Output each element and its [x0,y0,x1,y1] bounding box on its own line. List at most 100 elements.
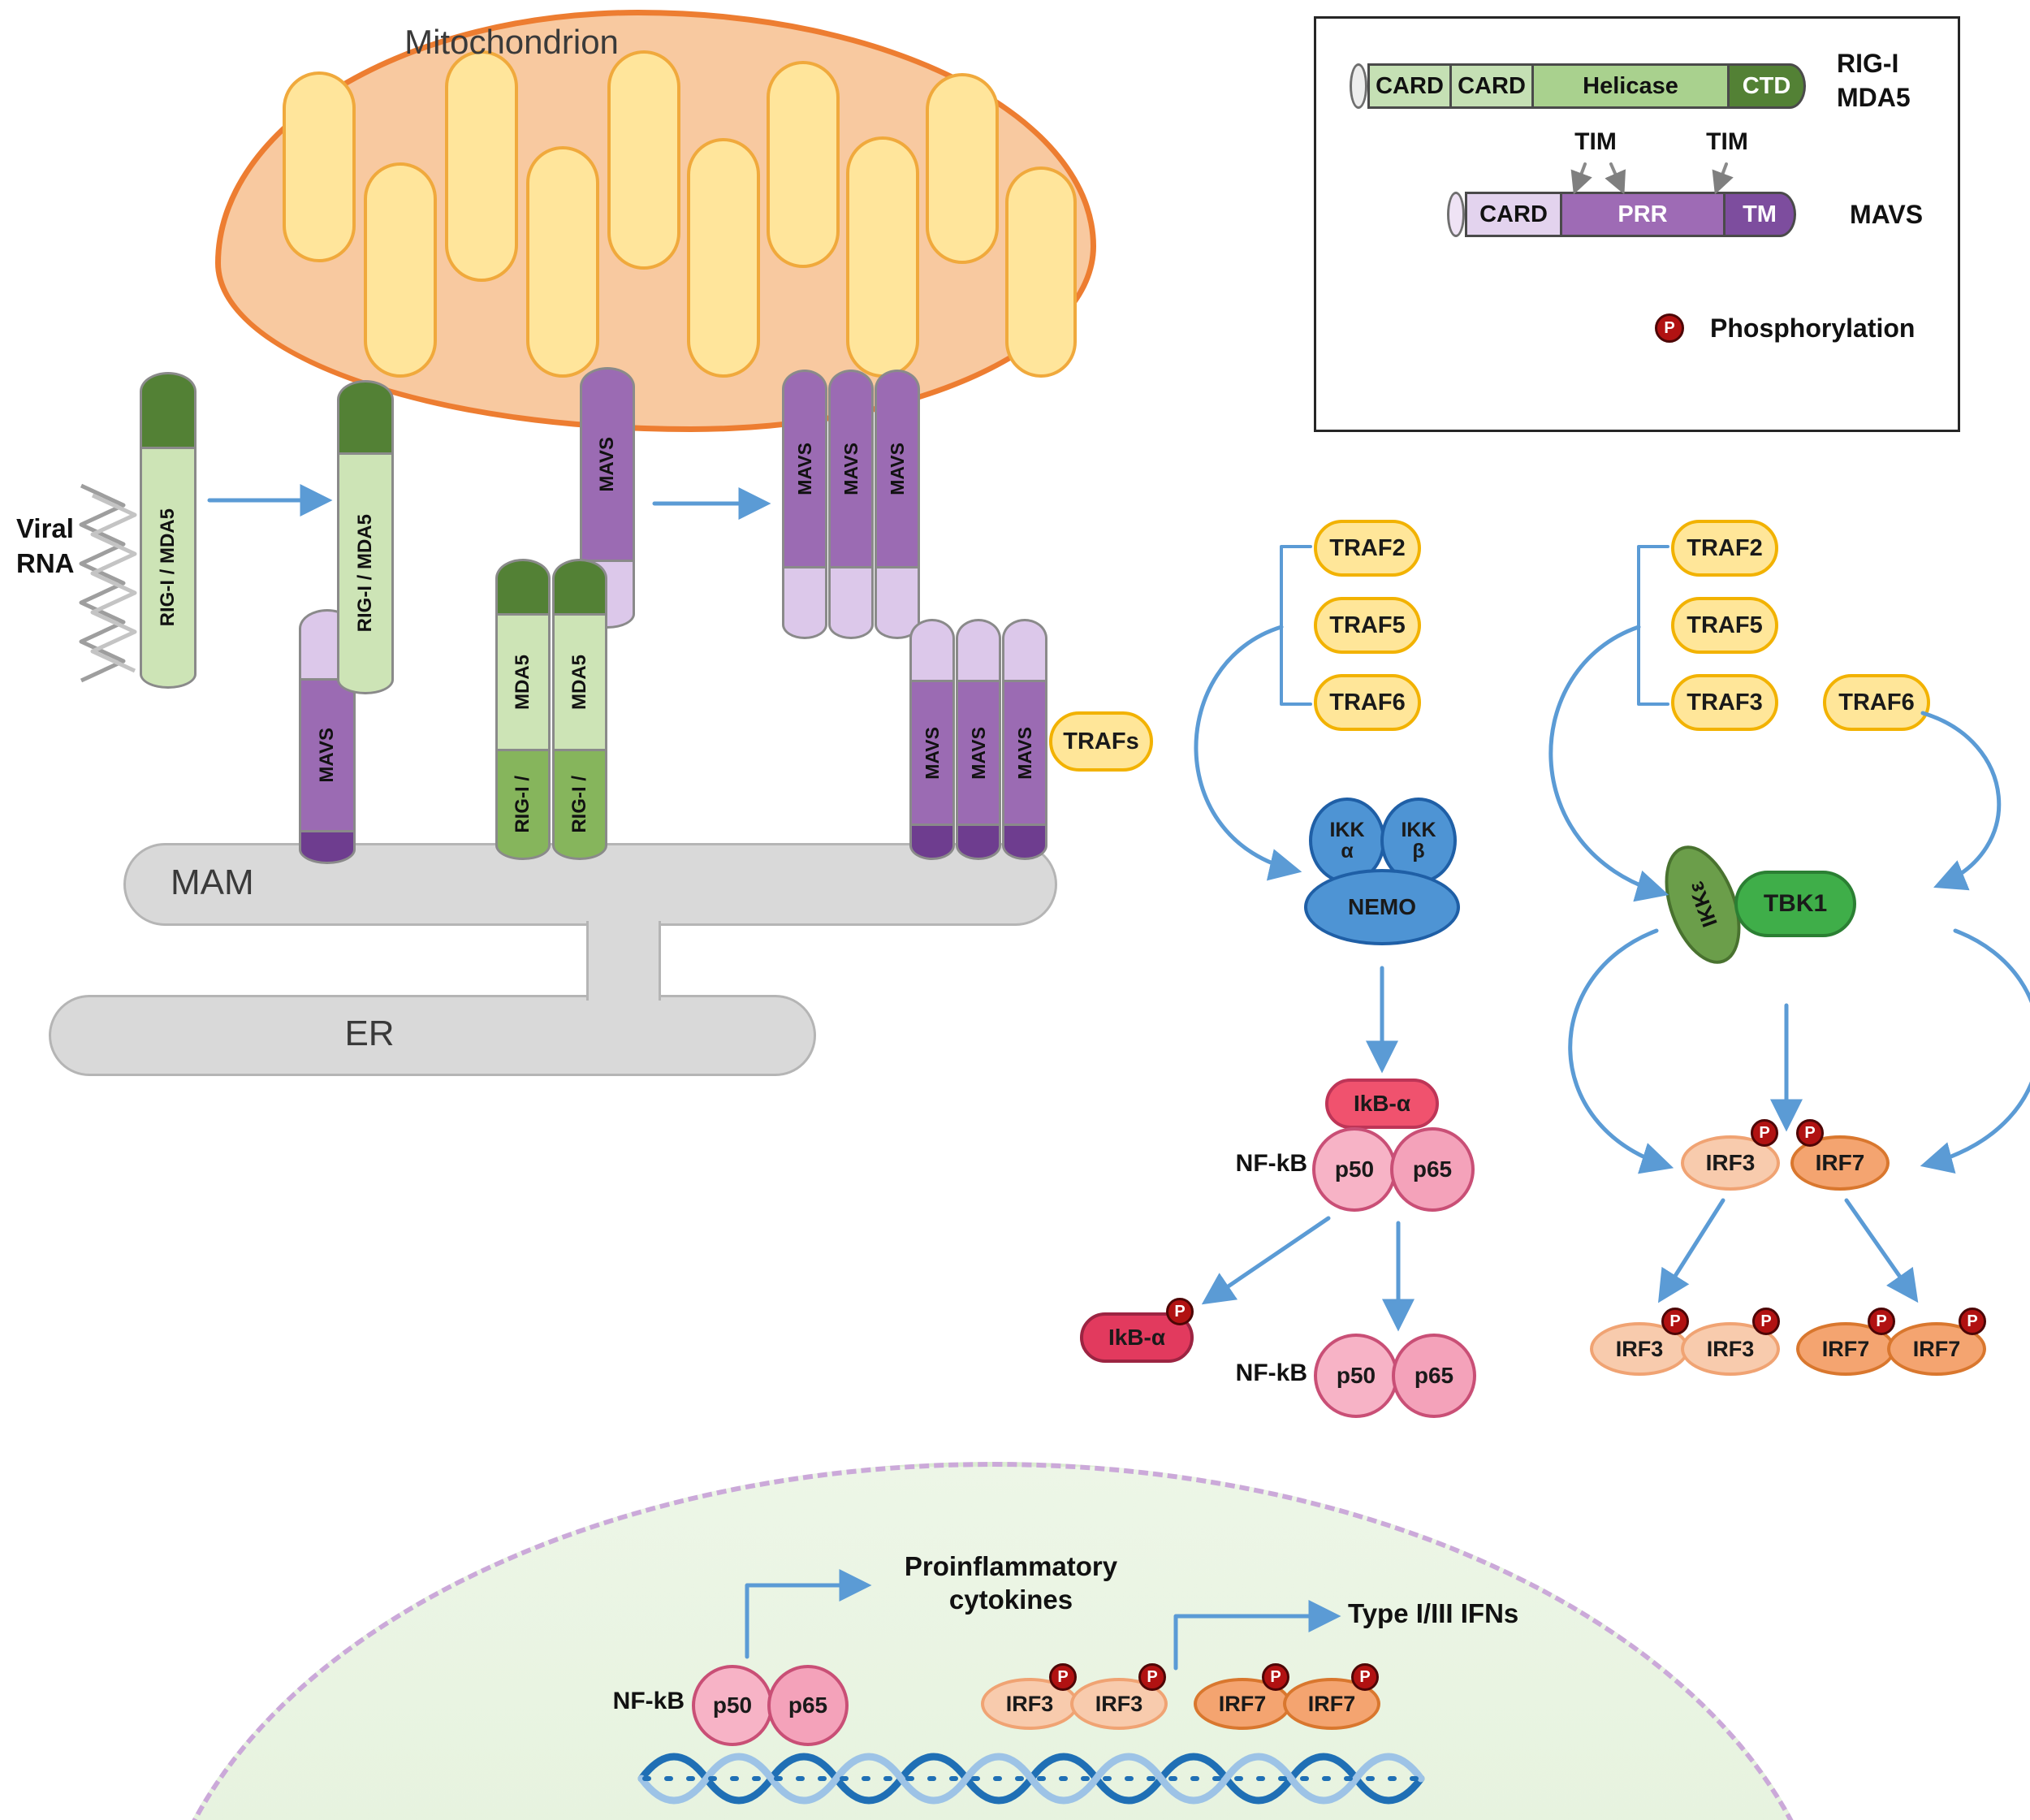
irf7-label: IRF7 [1218,1691,1267,1716]
phospho-symbol: P [1760,1312,1772,1330]
crista [364,162,437,378]
legend-helicase-domain: Helicase [1531,63,1730,109]
tbk1-label: TBK1 [1763,890,1828,917]
traf5-pill-irf: TRAF5 [1671,597,1778,654]
p65-label: p65 [1412,1156,1453,1182]
phospho-symbol: P [1759,1123,1770,1142]
legend-mavs-card-domain: CARD [1465,192,1562,237]
legend-card-domain-1: CARD [1367,63,1452,109]
phospho-icon: P [1655,313,1684,343]
rig-mda5-receptor: RIG-I / MDA5 [337,380,394,694]
phospho-badge: P [1751,1119,1778,1147]
mavs-label: MAVS [793,443,815,495]
ikba-label: IkB-α [1108,1325,1166,1350]
irf3-label: IRF3 [1095,1691,1143,1716]
irf3-label: IRF3 [1706,1336,1755,1361]
irf7: IRF7 [1790,1135,1890,1191]
mavs-label: MAVS [840,443,862,495]
card-domain-cap [140,372,197,449]
nucleus-nfkb-label: NF-kB [612,1688,685,1714]
rig-segment: RIG-I / [552,749,607,860]
mda5-label: MDA5 [568,654,590,710]
nucleus-p65: p65 [767,1665,849,1746]
legend-phospho-label: Phosphorylation [1710,313,1916,343]
card-domain-cap [337,380,394,455]
mavs-card-cap [956,619,1001,682]
traf5-label: TRAF5 [1687,612,1763,638]
tm-label: TM [1743,201,1777,227]
ikba-label: IkB-α [1353,1091,1411,1116]
receptor-body: RIG-I / MDA5 [140,447,197,689]
mavs-tm-band [956,824,1001,860]
crista [283,71,356,262]
nucleus-irf3-dimer-right: IRF3 [1070,1678,1168,1730]
ikba: IkB-α [1325,1079,1439,1129]
phospho-symbol: P [1967,1312,1978,1330]
irf3-dimer-left: IRF3 [1590,1322,1689,1376]
mavs-card-cap [828,566,874,639]
legend-rig-mda5-label: RIG-I MDA5 [1837,49,1911,112]
traf6-label: TRAF6 [1329,689,1406,715]
trafs-pill: TRAFs [1049,711,1153,772]
p50-free: p50 [1314,1334,1398,1418]
traf5-pill: TRAF5 [1314,597,1421,654]
rig-label: RIG-I / [568,776,590,833]
ikk-alpha-label: IKK α [1329,818,1365,862]
phospho-symbol: P [1876,1312,1887,1330]
mavs-tm-band [299,830,356,864]
traf2-pill-irf: TRAF2 [1671,520,1778,577]
arrow-nfkb-to-phospho-ikba [1201,1216,1331,1305]
viral-rna-strand-2 [90,493,137,673]
nemo-label: NEMO [1348,894,1416,919]
legend-tim-label-2: TIM [1706,128,1748,155]
crista [767,61,840,268]
phospho-badge: P [1796,1119,1824,1147]
rig-segment: RIG-I / [495,749,551,860]
card-label: CARD [1479,201,1548,227]
irf7-label: IRF7 [1821,1336,1870,1361]
phospho-badge: P [1959,1308,1986,1335]
mavs-body: MAVS [1002,680,1047,826]
p50-label: p50 [1334,1156,1375,1182]
nucleus [150,1462,1835,1820]
card-domain-cap [495,559,551,616]
phospho-badge: P [1166,1298,1194,1325]
p50-label: p50 [1336,1363,1376,1388]
legend-prr-domain: PRR [1560,192,1726,237]
rig-mda5-receptor-pair-right: MDA5 RIG-I / [552,559,607,860]
mavs-trimer-mito-2: MAVS [828,370,874,639]
nfkb-free-label: NF-kB [1235,1360,1307,1386]
nucleus-irf3-dimer-left: IRF3 [981,1678,1078,1730]
phospho-symbol: P [1669,1312,1681,1330]
phospho-symbol: P [1174,1302,1186,1321]
traf6-pill: TRAF6 [1314,674,1421,731]
rig-mda5-label: RIG-I / MDA5 [157,508,179,627]
irf7-label: IRF7 [1912,1336,1961,1361]
phospho-badge: P [1752,1308,1780,1335]
mavs-body: MAVS [828,370,874,568]
traf2-label: TRAF2 [1687,534,1763,561]
irf3-label: IRF3 [1615,1336,1664,1361]
p50-label: p50 [712,1692,753,1718]
rig-mda5-receptor: RIG-I / MDA5 [140,372,197,689]
arrow-swoosh-to-irf7 [1920,928,2030,1174]
irf7-label: IRF7 [1815,1150,1865,1175]
phospho-symbol: P [1270,1667,1281,1686]
mavs-body: MAVS [580,367,635,562]
mavs-label: MAVS [596,437,618,492]
traf6-pill-irf: TRAF6 [1823,674,1930,731]
phospho-badge: P [1049,1663,1077,1691]
traf2-pill: TRAF2 [1314,520,1421,577]
arrow-traf6-to-tbk1 [1920,711,2002,891]
mavs-label: MAVS [316,728,338,783]
receptor-body: RIG-I / MDA5 [337,452,394,694]
arrow-trafs-to-ikke [1548,625,1669,902]
phospho-badge: P [1138,1663,1166,1691]
phospho-symbol: P [1804,1123,1816,1142]
arrow-swoosh-to-irf3 [1568,928,1674,1174]
legend-mavs-label: MAVS [1850,200,1924,229]
cytokines-label: Proinflammatory cytokines [904,1551,1118,1615]
ifns-label: Type I/III IFNs [1348,1598,1519,1628]
mavs-trimer-mam-3: MAVS [1002,619,1047,860]
